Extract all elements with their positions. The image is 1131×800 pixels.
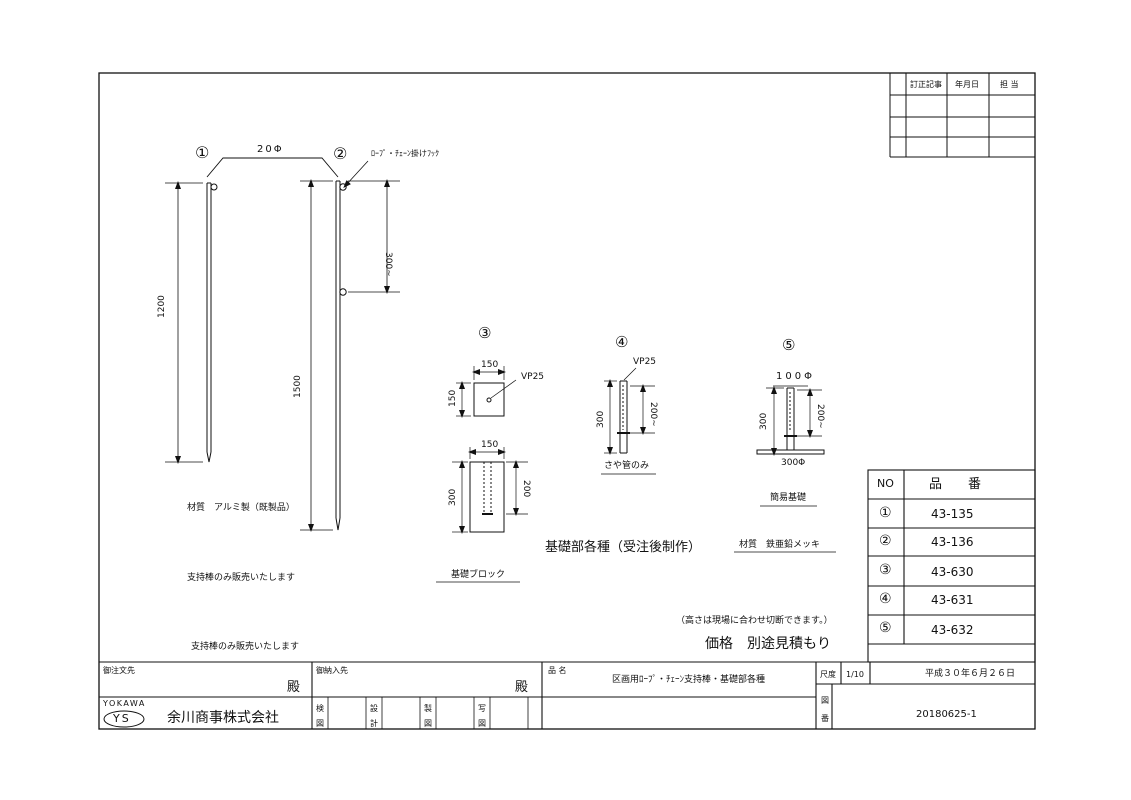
part4-caption: さや管のみ [604, 461, 650, 471]
title-block [99, 661, 1035, 729]
item-name: 区画用ﾛｰﾌﾟ・ﾁｪｰﾝ支持棒・基礎部各種 [612, 675, 766, 685]
logo-text: YOKAWA [103, 699, 146, 708]
drawing-label: 図番 [821, 696, 829, 723]
sheet-border [98, 72, 1036, 730]
part2-rod [335, 180, 347, 531]
delivery-label: 御納入先 [316, 666, 348, 675]
foundation-title: 基礎部各種（受注後制作） [545, 540, 702, 555]
part3-caption: 基礎ブロック [451, 570, 506, 580]
parts-row-part: 43-630 [931, 565, 974, 579]
parts-row-no: ④ [879, 591, 892, 607]
part4-vp: VP25 [633, 357, 657, 367]
scale-label: 尺度 [820, 670, 836, 679]
part1-height: 1200 [157, 295, 167, 318]
parts-header-part: 品 番 [929, 477, 982, 492]
parts-header-no: NO [877, 477, 894, 490]
parts-row-part: 43-135 [931, 507, 974, 521]
part3-width-bottom: 150 [481, 440, 499, 450]
order-label: 御注文先 [103, 666, 135, 675]
part1-material: 材質 アルミ製（既製品） [187, 503, 295, 513]
stamp-copy: 写図 [478, 704, 486, 728]
part2-height: 1500 [293, 375, 303, 398]
part3-side: 150 [448, 389, 458, 407]
part1-dim-height [165, 181, 203, 464]
drawing-number: 20180625-1 [916, 709, 977, 720]
parts-row-part: 43-631 [931, 593, 974, 607]
part4-depth: 200~ [648, 402, 658, 427]
part2-label: ② [333, 144, 348, 163]
stamp-design: 設計 [370, 704, 378, 728]
rev-header-date: 年月日 [955, 80, 979, 89]
part3-height: 300 [448, 488, 458, 506]
parts-row-no: ② [879, 533, 892, 549]
parts-row-part: 43-136 [931, 535, 974, 549]
parts-row-no: ① [879, 505, 892, 521]
rev-header-person: 担 当 [1000, 80, 1019, 89]
part3-label: ③ [478, 324, 492, 342]
company-logo [103, 710, 145, 728]
part4-height: 300 [596, 410, 606, 428]
part5-label: ⑤ [782, 336, 796, 354]
parts-row-no: ③ [879, 562, 892, 578]
part5-top-dia: 100Φ [776, 371, 815, 382]
cut-note: （高さは現場に合わせ切断できます。） [676, 616, 833, 626]
part3-width-top: 150 [481, 360, 499, 370]
company-name: 余川商事株式会社 [167, 710, 279, 726]
part2-hook-spacing: 300~ [383, 252, 393, 277]
logo-mark: YS [113, 712, 131, 725]
part5-bottom-dia: 300Φ [781, 458, 806, 468]
part2-dim-height [300, 179, 333, 532]
order-honorific: 殿 [287, 680, 301, 695]
part2-hook-note: ﾛｰﾌﾟ・ﾁｪｰﾝ掛けﾌｯｸ [371, 149, 439, 158]
foundation-material: 材質 鉄亜鉛メッキ [739, 540, 821, 550]
part5-depth: 200~ [815, 404, 825, 429]
stamp-inspection: 検図 [316, 704, 324, 728]
parts-row-part: 43-632 [931, 623, 974, 637]
part4-sleeve [604, 367, 655, 455]
item-label: 品 名 [548, 666, 567, 675]
delivery-honorific: 殿 [515, 680, 529, 695]
part1-rod [206, 182, 218, 463]
revision-table [889, 73, 1035, 158]
part1-spacing: 20Φ [257, 144, 284, 155]
spacing-leader [206, 157, 339, 178]
part2-dim-hook [348, 179, 400, 294]
scale-value: 1/10 [846, 670, 864, 679]
rev-header-note: 訂正記事 [910, 80, 942, 89]
sales-note-1: 支持棒のみ販売いたします [187, 573, 296, 583]
part5-foundation [756, 385, 825, 456]
part3-vp: VP25 [521, 372, 545, 382]
part3-side-view [452, 447, 528, 534]
sales-note-2: 支持棒のみ販売いたします [191, 642, 300, 652]
part3-depth: 200 [521, 480, 531, 498]
price-note: 価格 別途見積もり [705, 636, 831, 652]
stamp-drafting: 製図 [424, 704, 432, 728]
part4-label: ④ [615, 333, 629, 351]
date-value: 平成３０年６月２６日 [925, 669, 1016, 679]
part5-height: 300 [759, 412, 769, 430]
parts-row-no: ⑤ [879, 620, 892, 636]
part1-label: ① [195, 143, 210, 162]
part3-top-view [456, 366, 517, 418]
part5-caption: 簡易基礎 [770, 493, 807, 503]
